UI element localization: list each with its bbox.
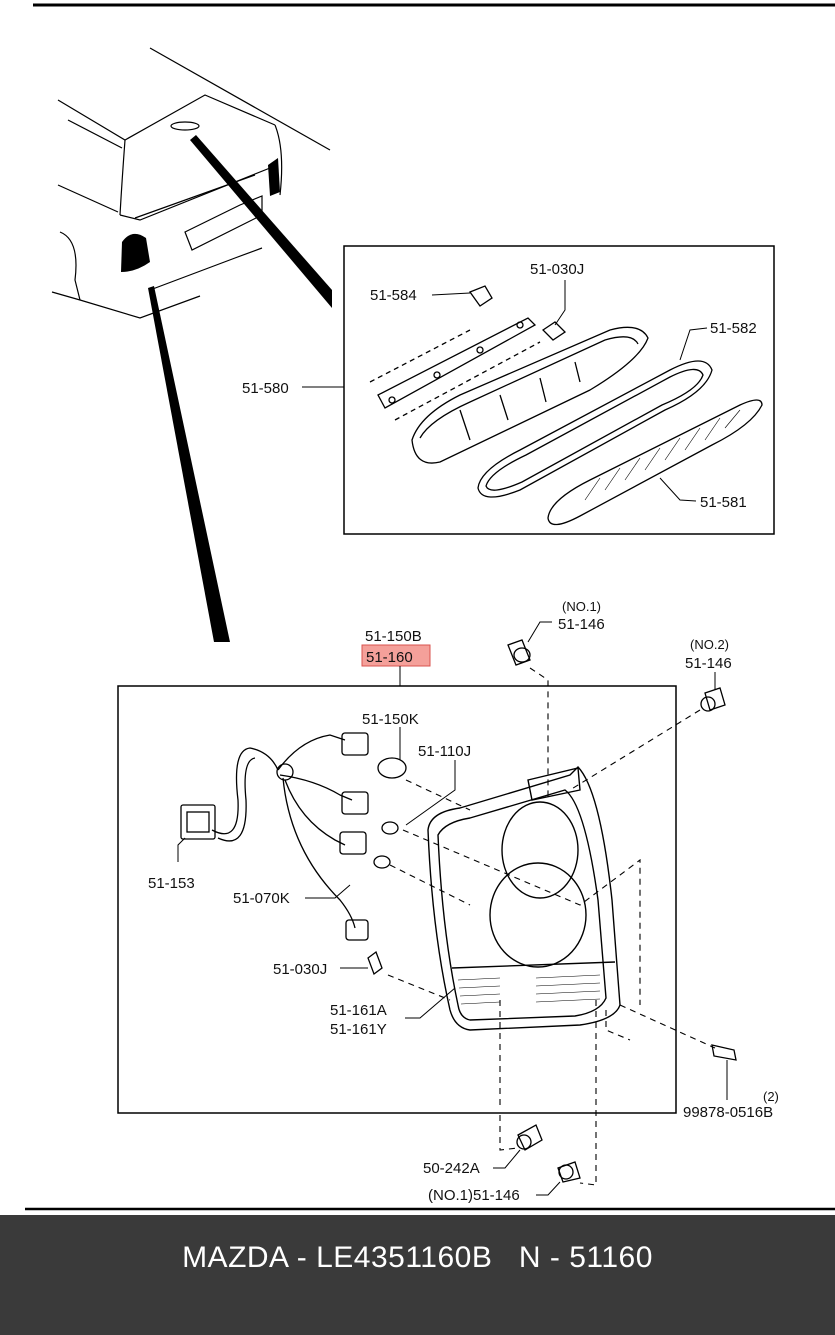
callout-51-146-top: 51-146: [558, 616, 605, 633]
highlight-51-160-box: [361, 644, 431, 667]
callout-50-242a: 50-242A: [423, 1160, 480, 1177]
footer-part-info: MAZDA - LE4351160B N - 51160: [0, 1241, 835, 1275]
callout-51-580: 51-580: [242, 380, 289, 397]
callout-no1-top: (NO.1): [562, 599, 601, 614]
assembly-dashes: [387, 667, 716, 1186]
left-tail-lamp-mark: [121, 233, 150, 272]
car-rear-sketch: [51, 47, 331, 319]
callout-51-582: 51-582: [710, 320, 757, 337]
wiring-harness: [180, 732, 407, 976]
footer-brand: MAZDA: [182, 1241, 288, 1274]
callout-51-150b: 51-150B: [365, 628, 422, 645]
callout-no2: (NO.2): [690, 637, 729, 652]
callout-51-150k: 51-150K: [362, 711, 419, 728]
footer-separator: -: [287, 1241, 317, 1274]
parts-diagram: 51-584 51-030J 51-582 51-580 51-581 51-1…: [25, 3, 835, 1211]
callout-51-146-bottom: (NO.1)51-146: [428, 1187, 520, 1204]
callout-51-581: 51-581: [700, 494, 747, 511]
callout-51-030j-top: 51-030J: [530, 261, 584, 278]
callout-51-161y: 51-161Y: [330, 1021, 387, 1038]
footer-position-number: N - 51160: [518, 1241, 653, 1274]
tail-lamp-assembly: [427, 765, 621, 1031]
footer-gap: [492, 1241, 519, 1274]
callout-51-584: 51-584: [370, 287, 417, 304]
footer-oem-number: LE4351160B: [316, 1241, 493, 1274]
lower-leaders: [177, 621, 728, 1196]
lamp-hatching: [457, 974, 601, 1005]
footer-bar: MAZDA - LE4351160B N - 51160: [0, 1215, 835, 1335]
right-tail-lamp-mark: [268, 158, 280, 196]
callout-51-153: 51-153: [148, 875, 195, 892]
clips-and-fasteners: [507, 639, 737, 1183]
callout-51-160: 51-160: [366, 649, 413, 666]
upper-detail-box: [343, 245, 775, 535]
high-mount-lamp-parts: [369, 285, 763, 526]
upper-leaders: [302, 280, 708, 502]
callout-51-146-right: 51-146: [685, 655, 732, 672]
callout-51-070k: 51-070K: [233, 890, 290, 907]
callout-51-030j-bottom: 51-030J: [273, 961, 327, 978]
callout-51-161a: 51-161A: [330, 1002, 387, 1019]
leader-wedge-top: [190, 135, 332, 308]
callout-qty-2: (2): [763, 1089, 779, 1104]
lens-hatching: [584, 409, 741, 501]
callout-99878-0516b: 99878-0516B: [683, 1104, 773, 1121]
callout-51-110j: 51-110J: [418, 743, 471, 760]
lower-main-box: [117, 685, 677, 1114]
leader-wedge-bottom: [148, 286, 230, 642]
